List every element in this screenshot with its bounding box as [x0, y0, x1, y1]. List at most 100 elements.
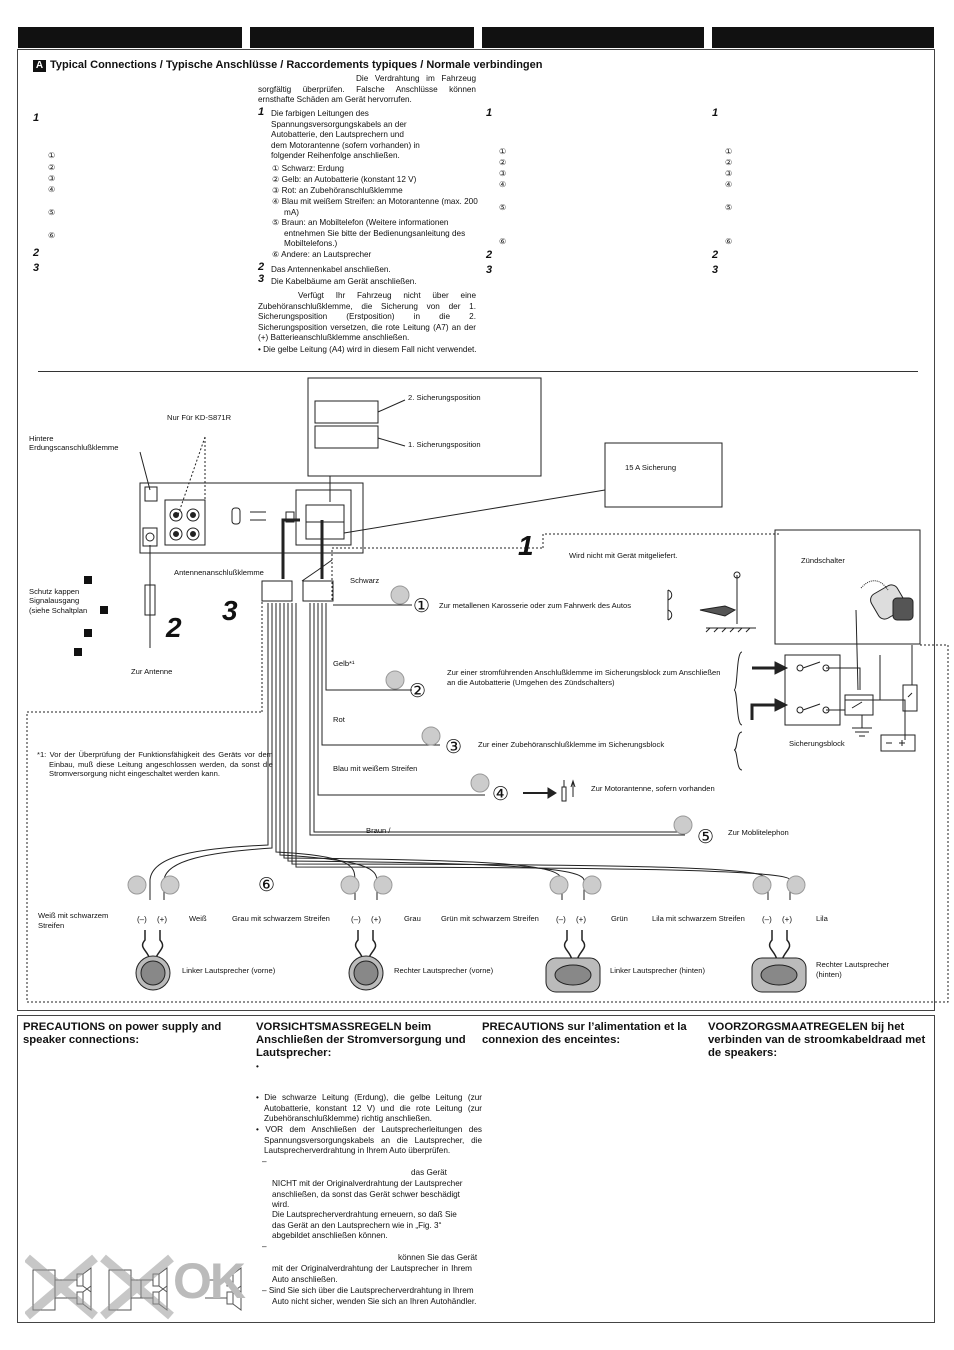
speaker-rear-left-icon	[545, 930, 601, 993]
correct-wiring-icon	[205, 1267, 242, 1311]
speaker-rr-neg-label: Lila mit schwarzem Streifen	[652, 914, 745, 923]
wire-5-destination: Zur Moblitelephon	[728, 828, 789, 837]
step-3-number: 3	[258, 273, 265, 285]
german-step-3: Die Kabelbäume am Gerät anschließen.	[271, 277, 417, 286]
speaker-rr-pos-label: Lila	[816, 914, 828, 923]
step-2-number: 2	[712, 249, 719, 261]
step-3-callout: 3	[222, 595, 238, 626]
plus-label: (+)	[576, 915, 586, 924]
wrong-wiring-1-icon	[25, 1254, 98, 1320]
wire-black-label: Schwarz	[350, 576, 380, 585]
wire-1-destination: Zur metallenen Karosserie oder zum Fahrw…	[439, 601, 632, 610]
precautions-en-heading: PRECAUTIONS on power supply and speaker …	[23, 1021, 222, 1046]
plus-label: (+)	[371, 915, 381, 924]
item-marker: ⑤	[725, 203, 733, 212]
step-1-number: 1	[33, 112, 40, 124]
ignition-switch-box	[774, 529, 921, 645]
item-marker: ④	[48, 185, 56, 194]
german-step-2: Das Antennenkabel anschließen.	[271, 265, 391, 274]
item-marker: ⑥	[499, 237, 507, 246]
item-marker: ②	[499, 158, 507, 167]
speaker-rear-right-icon	[751, 930, 807, 993]
precautions-frame	[17, 1015, 935, 1323]
step-2-number: 2	[258, 261, 265, 273]
wire-4-destination: Zur Motorantenne, sofern vorhanden	[591, 784, 715, 793]
wire-4-marker: ④	[492, 784, 510, 805]
speaker-front-right-icon	[348, 930, 384, 991]
de-detail-1c: Die Lautsprecherverdrahtung erneuern, so…	[272, 1210, 457, 1240]
step-2-callout: 2	[166, 612, 182, 643]
de-detail-3: – Sind Sie sich über die Lautsprecherver…	[262, 1286, 477, 1306]
fuse-15a-box	[604, 442, 723, 508]
step-1-number: 1	[258, 106, 265, 118]
wrong-wiring-2-icon	[100, 1254, 174, 1320]
battery-icon	[880, 734, 916, 752]
item-marker: ①	[48, 151, 56, 160]
wire-brown-label: Braun /	[366, 826, 391, 835]
item-marker: ②	[48, 163, 56, 172]
precautions-de-heading: VORSICHTSMASSREGELN beim Anschließen der…	[256, 1021, 466, 1059]
harness-connector-a	[261, 580, 293, 602]
minus-label: (–)	[762, 915, 772, 924]
de-precaution-2: • VOR dem Anschließen der Lautsprecherle…	[256, 1125, 482, 1155]
step-3-number: 3	[33, 262, 40, 274]
de-detail-1a: das Gerät	[411, 1168, 447, 1177]
harness-connector-b	[302, 580, 334, 602]
speaker-fl-pos-label: Weiß	[189, 914, 207, 923]
speaker-rl-pos-label: Grün	[611, 914, 628, 923]
model-note-label: Nur Für KD-S871R	[167, 413, 232, 422]
german-item-6: ⑥ Andere: an Lautsprecher	[272, 250, 372, 259]
item-marker: ⑤	[48, 208, 56, 217]
speaker-wiring-examples	[25, 1254, 242, 1320]
wire-6-marker: ⑥	[258, 875, 276, 896]
section-title-text: Typical Connections / Typische Anschlüss…	[50, 59, 543, 71]
wire-red-label: Rot	[333, 715, 345, 724]
item-marker: ③	[499, 169, 507, 178]
step-1-callout: 1	[518, 530, 534, 561]
item-marker: ③	[725, 169, 733, 178]
de-precaution-1: • Die schwarze Leitung (Erdung), die gel…	[256, 1093, 482, 1123]
see-diagram-label: (siehe Schaltplan	[29, 606, 88, 615]
fuse-position-box	[307, 377, 542, 477]
speaker-rl-neg-label: Grün mit schwarzem Streifen	[441, 914, 539, 923]
item-marker: ③	[48, 174, 56, 183]
wire-blue-label: Blau mit weißem Streifen	[333, 764, 418, 773]
signal-output-label: Signalausgang	[29, 596, 80, 605]
section-divider	[38, 371, 918, 372]
minus-label: (–)	[556, 915, 566, 924]
wire-yellow-label: Gelb*¹	[333, 659, 355, 668]
item-marker: ④	[499, 180, 507, 189]
de-detail-2a: können Sie das Gerät	[398, 1253, 478, 1262]
fuse-15a-label: 15 A Sicherung	[625, 463, 677, 472]
german-intro: Die Verdrahtung im Fahrzeug sorgfältig ü…	[258, 74, 476, 104]
dashed-enclosure	[26, 644, 949, 1003]
item-marker: ⑥	[48, 231, 56, 240]
step-2-number: 2	[486, 249, 493, 261]
plus-label: (+)	[782, 915, 792, 924]
de-dash-1: –	[262, 1157, 267, 1166]
wire-3-destination: Zur einer Zubehöranschlußklemme im Siche…	[478, 740, 665, 749]
column-header-bar-4	[712, 27, 934, 48]
connections-frame	[17, 49, 935, 1011]
precautions-fr-heading: PRECAUTIONS sur l’alimentation et la con…	[482, 1021, 687, 1046]
step-3-number: 3	[486, 264, 493, 276]
de-dash-2: –	[262, 1242, 267, 1251]
wire-1-marker: ①	[413, 596, 431, 617]
speaker-fr-neg-label: Grau mit schwarzem Streifen	[232, 914, 330, 923]
speaker-fl-neg-label: Weiß mit schwarzem Streifen	[38, 911, 109, 930]
german-item-5: ⑤ Braun: an Mobiltelefon (Weitere inform…	[272, 218, 466, 248]
wire-2-marker: ②	[409, 681, 427, 702]
item-marker: ④	[725, 180, 733, 189]
ignition-key-icon	[870, 584, 914, 621]
footnote-1: *1: Vor der Überprüfung der Funktionsfäh…	[37, 750, 273, 779]
speaker-rl-label: Linker Lautsprecher (hinten)	[610, 966, 705, 975]
step-3-number: 3	[712, 264, 719, 276]
fuse-block-label: Sicherungsblock	[789, 739, 845, 748]
wire-3-marker: ③	[445, 737, 463, 758]
fuse-position-1-label: 1. Sicherungsposition	[408, 440, 481, 449]
step-1-number: 1	[712, 107, 719, 119]
german-item-1: ① Schwarz: Erdung	[272, 164, 344, 173]
item-marker: ⑥	[725, 237, 733, 246]
speaker-fr-label: Rechter Lautsprecher (vorne)	[394, 966, 494, 975]
protection-cap-label: Schutz kappen	[29, 587, 80, 596]
